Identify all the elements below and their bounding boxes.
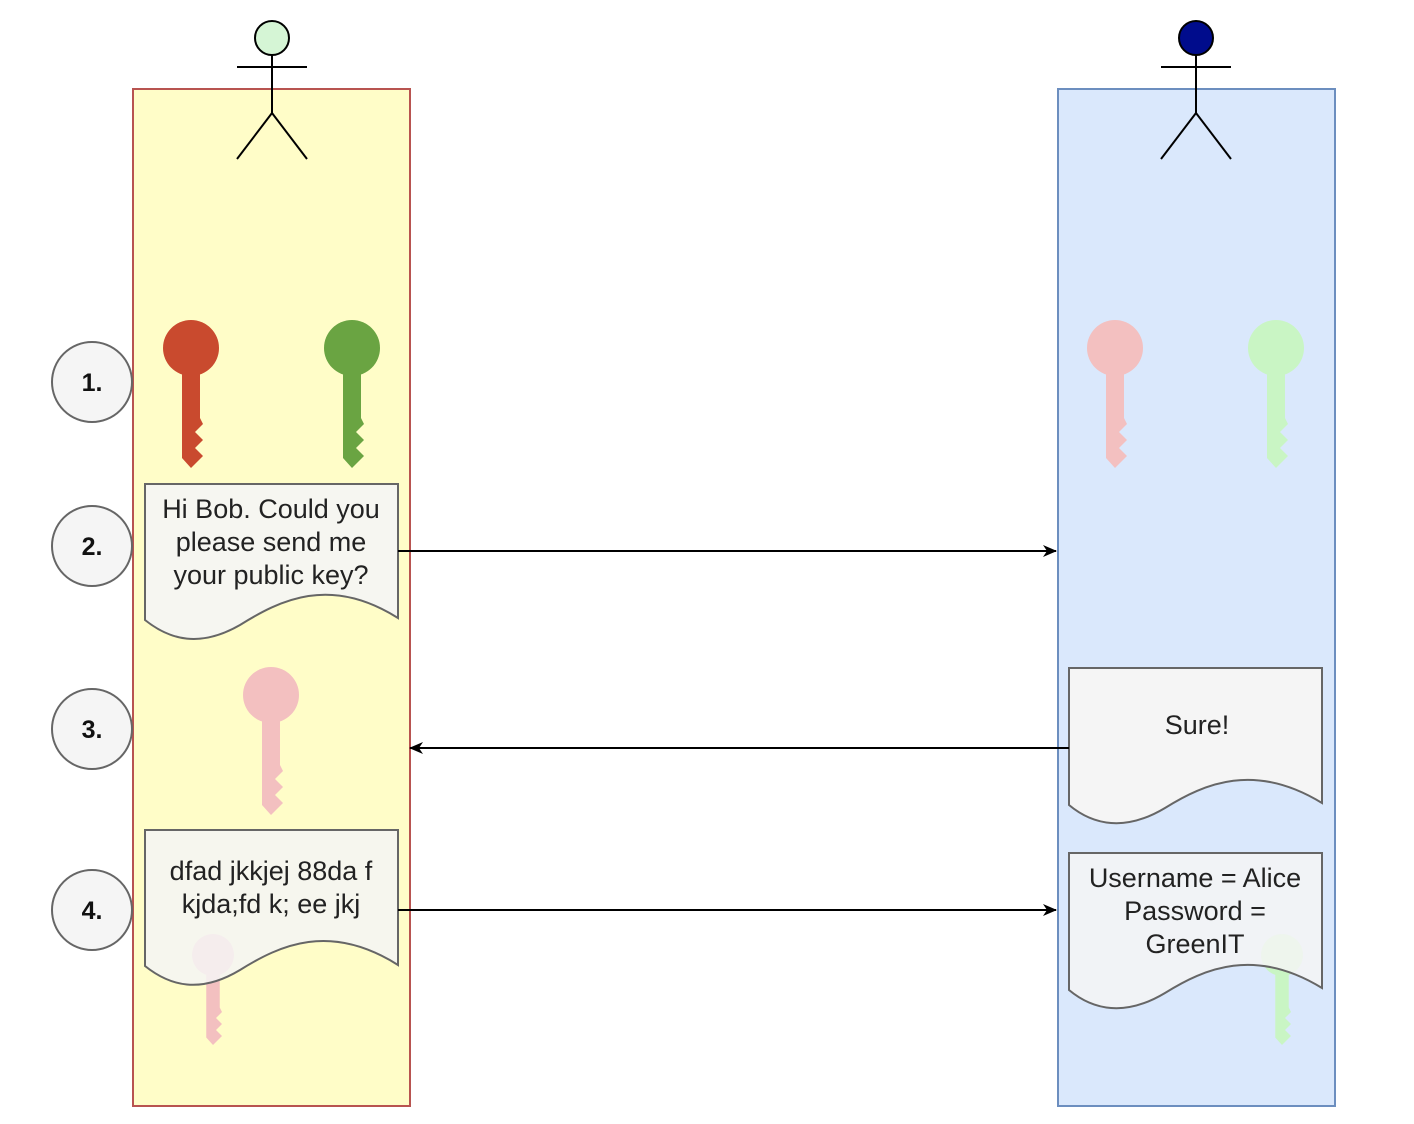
encrypted-message-document: dfad jkkjej 88da f kjda;fd k; ee jkj	[144, 829, 399, 986]
alice-actor	[236, 20, 308, 160]
bob-actor	[1160, 20, 1232, 160]
reply-message-line-1: Sure!	[1165, 710, 1230, 740]
step-1-label: 1.	[82, 369, 103, 397]
step-2-label: 2.	[82, 533, 103, 561]
encrypted-message-line-1: dfad jkkjej 88da f	[170, 856, 373, 886]
credentials-message-line-2: Password =	[1124, 896, 1266, 926]
request-message-line-2: please send me	[176, 527, 367, 557]
encrypted-message-line-2: kjda;fd k; ee jkj	[182, 889, 361, 919]
step-4: 4.	[51, 869, 133, 951]
step-2: 2.	[51, 505, 133, 587]
request-message-document: Hi Bob. Could you please send me your pu…	[144, 483, 399, 640]
step-4-label: 4.	[82, 897, 103, 925]
step-3-label: 3.	[82, 716, 103, 744]
step-1: 1.	[51, 341, 133, 423]
step-3: 3.	[51, 688, 133, 770]
bob-head-icon	[1178, 20, 1214, 56]
credentials-message-line-1: Username = Alice	[1089, 863, 1301, 893]
request-message-line-1: Hi Bob. Could you	[162, 494, 380, 524]
credentials-message-line-3: GreenIT	[1145, 929, 1244, 959]
alice-head-icon	[254, 20, 290, 56]
request-message-line-3: your public key?	[173, 560, 368, 590]
credentials-message-document: Username = Alice Password = GreenIT	[1068, 852, 1323, 1010]
reply-message-document: Sure!	[1068, 667, 1323, 825]
